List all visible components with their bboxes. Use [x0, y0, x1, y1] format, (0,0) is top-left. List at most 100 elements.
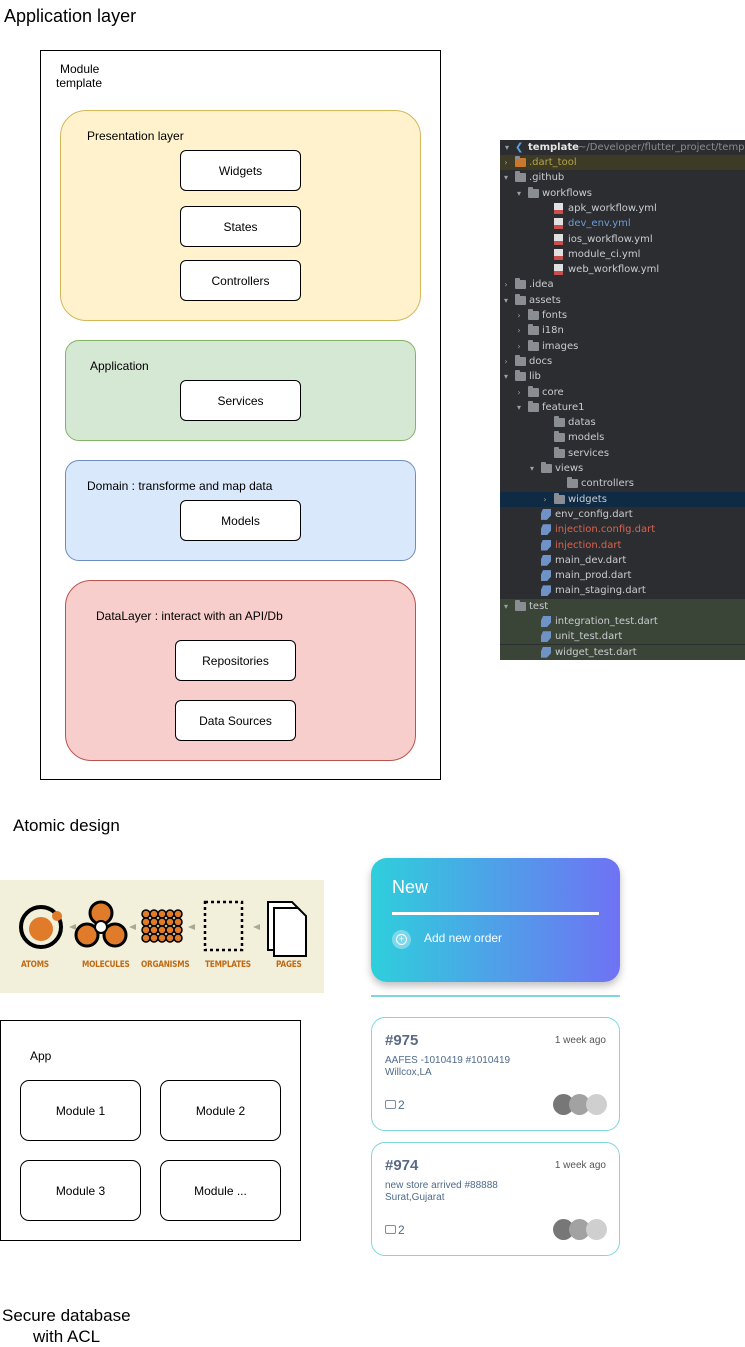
add-order-icon[interactable]: +	[392, 930, 411, 949]
tree-row-core[interactable]: ›core	[500, 385, 745, 400]
folder-icon	[541, 462, 552, 473]
tree-row-ios-workflow-yml[interactable]: ios_workflow.yml	[500, 232, 745, 247]
tree-row-dart-tool[interactable]: › .dart_tool	[500, 155, 745, 170]
avatar	[569, 1094, 590, 1115]
chevron-right-icon[interactable]: ›	[504, 158, 508, 167]
dart-file-icon	[541, 508, 551, 520]
chevron-right-icon[interactable]: ›	[517, 311, 521, 320]
tree-row-label: assets	[529, 294, 561, 306]
template-icon	[203, 900, 244, 952]
tree-row-idea[interactable]: ›.idea	[500, 277, 745, 292]
tree-row-apk-workflow-yml[interactable]: apk_workflow.yml	[500, 201, 745, 216]
tree-row-datas[interactable]: datas	[500, 415, 745, 430]
dart-file-icon	[541, 554, 551, 566]
chevron-right-icon[interactable]: ›	[517, 326, 521, 336]
tree-root-row[interactable]: ▾ ❮ template ~/Developer/flutter_project…	[500, 140, 745, 155]
folder-icon	[515, 354, 526, 366]
folder-icon	[528, 324, 539, 336]
order-card-975[interactable]: #975 1 week ago AAFES -1010419 #1010419 …	[371, 1017, 620, 1131]
chevron-right-icon[interactable]: ›	[543, 494, 547, 504]
order-description: AAFES -1010419 #1010419	[385, 1055, 511, 1066]
tree-row-label: .dart_tool	[529, 157, 577, 168]
chevron-down-icon[interactable]: ▾	[503, 173, 508, 183]
tree-row-module-ci-yml[interactable]: module_ci.yml	[500, 247, 745, 262]
application-layer-title: Application	[90, 359, 149, 373]
tree-row-workflows[interactable]: ▾workflows	[500, 186, 745, 201]
tree-row-i18n[interactable]: ›i18n	[500, 323, 745, 338]
tree-row-dev-env-yml[interactable]: dev_env.yml	[500, 216, 745, 231]
tree-row-integration-test-dart[interactable]: integration_test.dart	[500, 614, 745, 629]
yml-file-icon	[554, 248, 563, 260]
module-1-box: Module 1	[20, 1080, 141, 1141]
chevron-down-icon[interactable]: ▾	[504, 143, 509, 152]
dart-file-icon	[541, 631, 551, 643]
tree-row-feature1[interactable]: ▾ feature1	[500, 400, 745, 415]
chevron-down-icon[interactable]: ▾	[503, 372, 508, 382]
chevron-down-icon[interactable]: ▾	[516, 402, 521, 412]
tree-row-injection-dart[interactable]: injection.dart	[500, 538, 745, 553]
tree-row-main-dev-dart[interactable]: main_dev.dart	[500, 553, 745, 568]
order-time: 1 week ago	[554, 1160, 606, 1171]
tree-row-label: lib	[529, 371, 541, 383]
chevron-down-icon[interactable]: ▾	[503, 295, 508, 305]
tree-row-unit-test-dart[interactable]: unit_test.dart	[500, 629, 745, 645]
module-2-box: Module 2	[160, 1080, 281, 1141]
tree-row-docs[interactable]: › docs	[500, 354, 745, 369]
tree-row-main-prod-dart[interactable]: main_prod.dart	[500, 568, 745, 583]
tree-row-controllers[interactable]: controllers	[500, 476, 745, 491]
molecules-label: MOLECULES	[82, 960, 130, 970]
tree-row-label: feature1	[542, 401, 585, 413]
tree-row-label: images	[542, 340, 579, 352]
chevron-down-icon[interactable]: ▾	[529, 464, 534, 473]
folder-icon	[528, 339, 539, 351]
tree-row-label: docs	[529, 355, 553, 367]
chevron-down-icon[interactable]: ▾	[516, 188, 521, 198]
tree-row-label: test	[529, 600, 549, 612]
tree-row-injection-config-dart[interactable]: injection.config.dart	[500, 522, 745, 537]
tree-row-label: dev_env.yml	[568, 218, 631, 230]
chevron-down-icon[interactable]: ▾	[503, 601, 508, 611]
avatar	[586, 1094, 607, 1115]
tree-row-label: apk_workflow.yml	[568, 202, 657, 214]
tree-row-label: module_ci.yml	[568, 248, 641, 260]
tree-row-label: widget_test.dart	[555, 646, 637, 658]
tree-row-label: main_staging.dart	[555, 585, 646, 597]
tree-row-web-workflow-yml[interactable]: web_workflow.yml	[500, 262, 745, 277]
dart-file-icon	[541, 539, 551, 551]
tree-row-label: env_config.dart	[555, 508, 633, 520]
order-location: Willcox,LA	[385, 1067, 432, 1078]
chevron-right-icon[interactable]: ›	[504, 280, 508, 290]
tree-row-widget-test-dart[interactable]: widget_test.dart	[500, 644, 745, 660]
tree-row-github[interactable]: ▾.github	[500, 170, 745, 185]
tree-row-env-config-dart[interactable]: env_config.dart	[500, 507, 745, 522]
tree-row-label: main_dev.dart	[555, 554, 627, 566]
chevron-right-icon[interactable]: ›	[504, 356, 508, 366]
order-number: #974	[385, 1157, 419, 1174]
pages-icon	[267, 901, 307, 957]
tree-row-label: fonts	[542, 310, 568, 321]
module-3-box: Module 3	[20, 1160, 141, 1221]
repositories-box: Repositories	[175, 640, 296, 681]
column-title: New	[392, 877, 429, 897]
chevron-right-icon[interactable]: ›	[517, 341, 521, 351]
services-box: Services	[180, 380, 301, 421]
tree-row-widgets[interactable]: ›widgets	[500, 491, 745, 507]
tree-row-lib[interactable]: ▾ lib	[500, 369, 745, 384]
tree-row-views[interactable]: ▾views	[500, 461, 745, 476]
tree-row-fonts[interactable]: › fonts	[500, 308, 745, 323]
tree-row-images[interactable]: › images	[500, 339, 745, 354]
chevron-right-icon[interactable]: ›	[517, 387, 521, 397]
tree-row-assets[interactable]: ▾ assets	[500, 293, 745, 308]
tree-row-models[interactable]: models	[500, 430, 745, 445]
tree-row-main-staging-dart[interactable]: main_staging.dart	[500, 583, 745, 598]
avatar	[553, 1219, 574, 1240]
order-card-974[interactable]: #974 1 week ago new store arrived #88888…	[371, 1142, 620, 1256]
tree-row-label: models	[568, 432, 605, 444]
tree-row-services[interactable]: services	[500, 446, 745, 461]
folder-icon	[515, 370, 526, 382]
atomic-design-strip: ATOMS MOLECULES ORGANISMS TEMPLATES PAGE…	[0, 880, 324, 993]
add-new-order-link[interactable]: Add new order	[424, 931, 503, 945]
secure-db-heading-line2: with ACL	[33, 1327, 101, 1346]
tree-row-test[interactable]: ▾ test	[500, 598, 745, 614]
tree-row-label: unit_test.dart	[555, 631, 623, 643]
